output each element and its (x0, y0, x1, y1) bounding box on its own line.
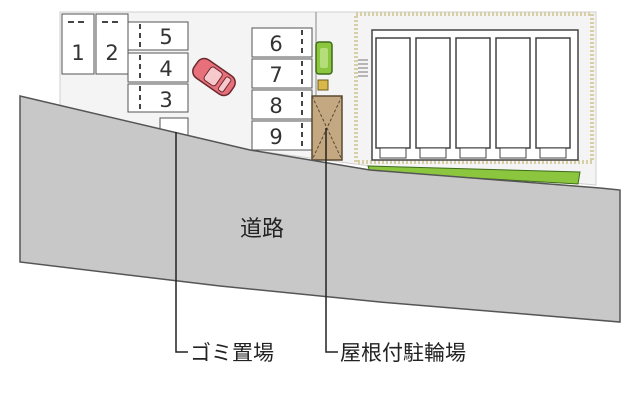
slot-label-4: 4 (159, 57, 172, 81)
road-label: 道路 (240, 217, 284, 242)
slot-label-3: 3 (159, 88, 172, 112)
entry-step-1 (379, 147, 407, 159)
building-unit-4 (495, 37, 531, 149)
building-unit-2 (415, 37, 451, 149)
entry-step-5 (539, 147, 567, 159)
slot-label-1: 1 (71, 41, 84, 65)
planter-inner (320, 48, 328, 68)
road (19, 95, 621, 323)
building-unit-5 (535, 37, 571, 149)
parking-slot-5 (127, 21, 189, 51)
entry-step-3 (459, 147, 487, 159)
slot-label-5: 5 (159, 25, 172, 49)
slot-label-6: 6 (269, 32, 282, 56)
garbage-leader-line (175, 132, 188, 353)
parking-slot-1 (61, 13, 95, 75)
bicycle-shelter (311, 95, 343, 161)
garden-border (354, 12, 594, 164)
bicycle-leader-line (325, 128, 338, 353)
bicycle-callout: 屋根付駐輪場 (340, 341, 466, 365)
slot-label-9: 9 (269, 125, 282, 149)
slot-label-2: 2 (105, 41, 118, 65)
parking-slot-3 (127, 83, 189, 113)
slot-label-8: 8 (269, 94, 282, 118)
parking-slot-4 (127, 52, 189, 83)
building-unit-1 (375, 37, 411, 149)
entrance-stairs (358, 59, 368, 77)
garbage-callout: ゴミ置場 (190, 341, 274, 365)
entry-step-2 (419, 147, 447, 159)
building-unit-3 (455, 37, 491, 149)
car-icon (192, 57, 236, 97)
building-units (375, 37, 571, 159)
left-parking-group: 1 2 5 4 3 (61, 13, 189, 113)
meter-box (317, 79, 329, 91)
middle-parking-group: 6 7 8 9 (251, 27, 313, 151)
entry-step-4 (499, 147, 527, 159)
slot-label-7: 7 (269, 63, 282, 87)
